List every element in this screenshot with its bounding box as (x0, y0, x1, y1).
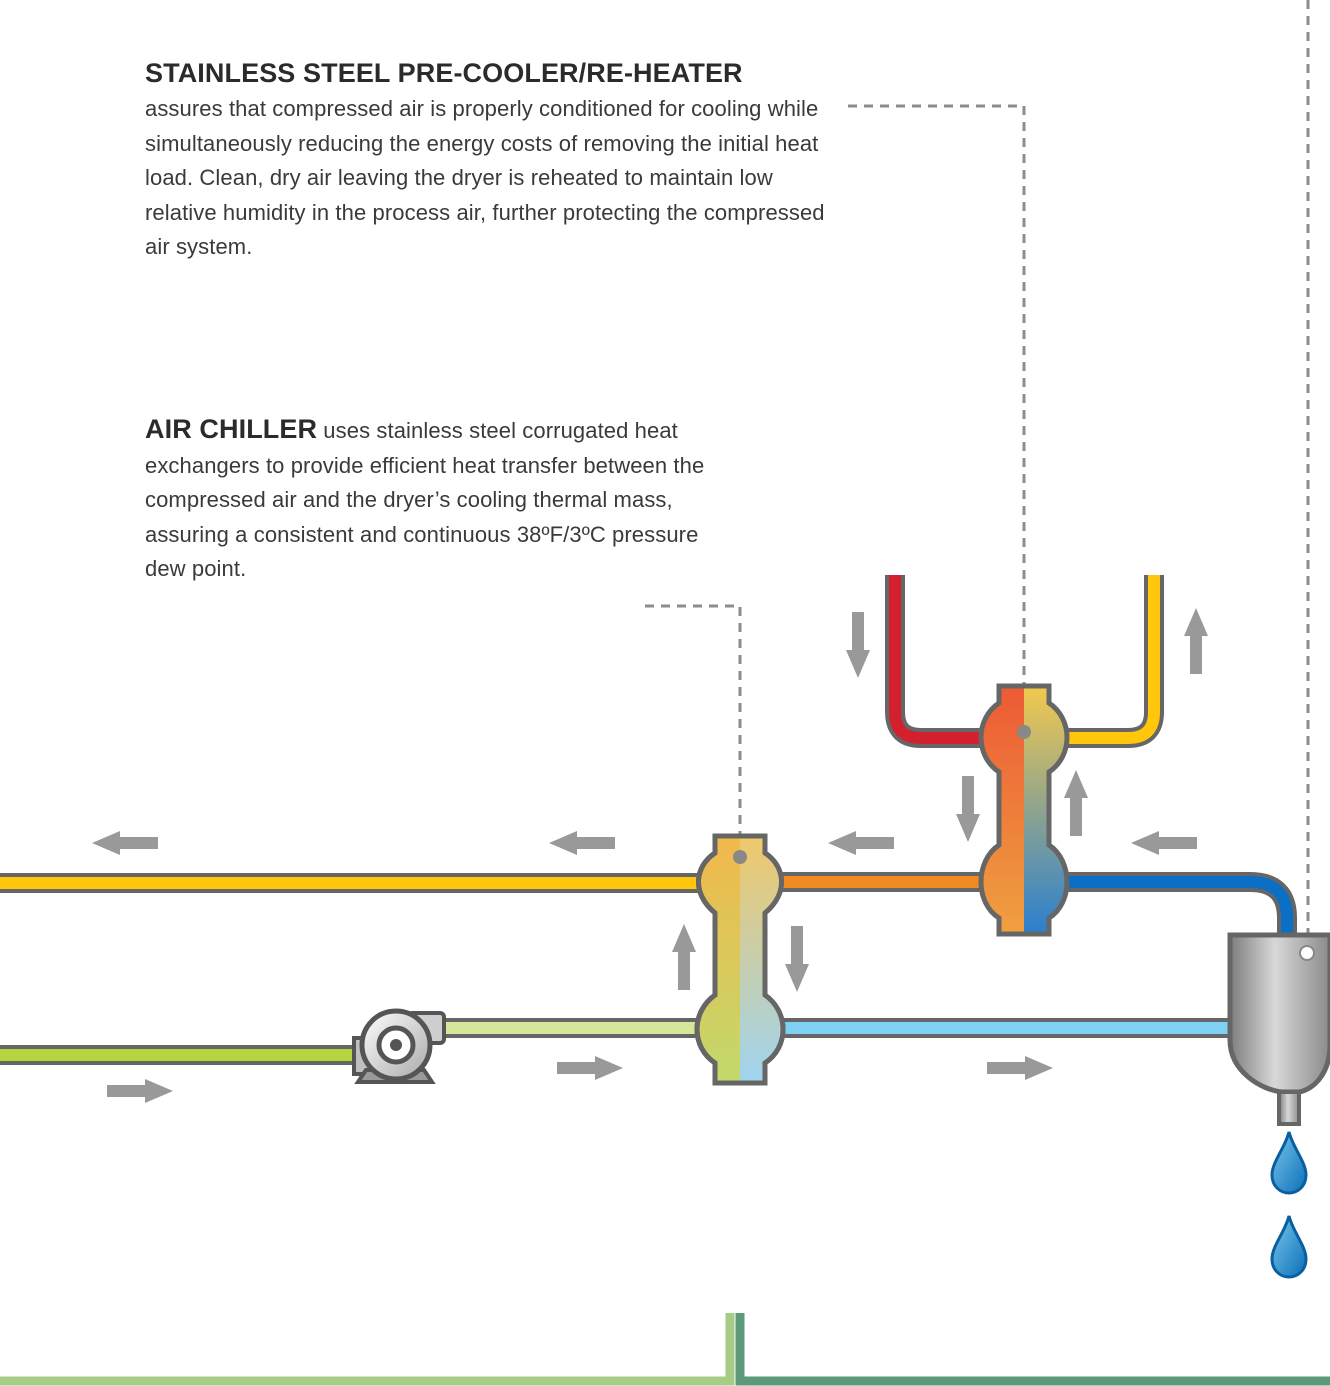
hot-inlet-pipe (885, 575, 1000, 748)
flow-arrow-icon (672, 924, 696, 990)
flow-arrow-icon (846, 612, 870, 678)
flow-arrow-icon (107, 1079, 173, 1103)
chiller-leader (645, 604, 742, 857)
flow-arrow-icon (1131, 831, 1197, 855)
flow-arrow-icon (785, 926, 809, 992)
flow-arrow-icon (828, 831, 894, 855)
chiller-title: AIR CHILLER (145, 414, 318, 444)
flow-arrow-icon (1184, 608, 1208, 674)
pipes (0, 575, 1297, 1065)
precooler-description: assures that compressed air is properly … (145, 96, 825, 259)
flow-arrow-icon (92, 831, 158, 855)
flow-arrow-icon (549, 831, 615, 855)
chiller-callout: AIR CHILLER uses stainless steel corruga… (145, 412, 745, 587)
flow-arrow-icon (1064, 770, 1088, 836)
precooler-callout: STAINLESS STEEL PRE-COOLER/RE-HEATER ass… (145, 54, 845, 265)
separator-icon (1227, 932, 1330, 1126)
flow-arrow-icon (956, 776, 980, 842)
water-drop-icon (1270, 1215, 1308, 1279)
reheated-outlet-pipe (1050, 575, 1164, 748)
leader-lines (645, 0, 1310, 953)
flow-arrow-icon (987, 1056, 1053, 1080)
water-drop-icon (1270, 1131, 1308, 1195)
compressor-icon (352, 1008, 446, 1084)
water-drops (1270, 1131, 1308, 1279)
air-chiller-exchanger (694, 833, 786, 1086)
precooler-leader (848, 104, 1026, 732)
chiller-description: uses stainless steel corrugated heat exc… (145, 418, 705, 581)
precooler-reheater-exchanger (978, 683, 1070, 937)
flow-arrow-icon (557, 1056, 623, 1080)
flow-arrows (92, 608, 1208, 1103)
precooler-title: STAINLESS STEEL PRE-COOLER/RE-HEATER (145, 58, 743, 88)
chilled-air-pipe (1045, 872, 1297, 940)
bottom-border (0, 1313, 1330, 1386)
